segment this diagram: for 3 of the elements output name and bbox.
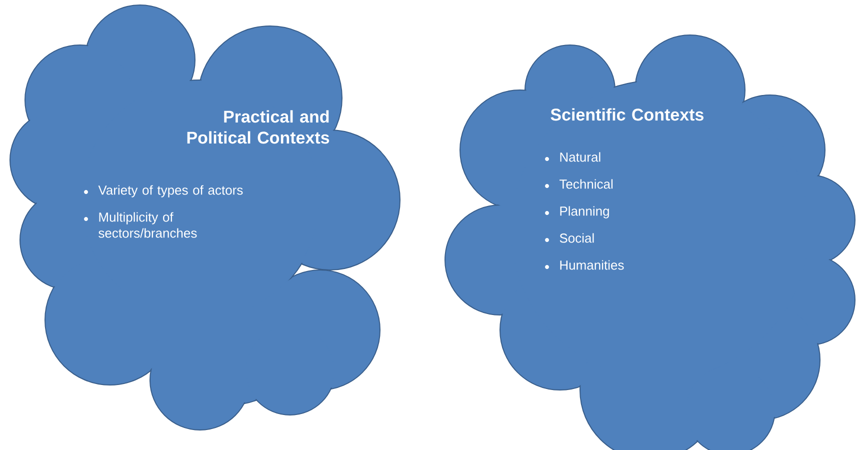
- bullet-item: Multiplicity of sectors/branches: [98, 212, 197, 238]
- bullet-item: Variety of types of actors: [98, 185, 243, 198]
- cloud-heading: Practical and Political Contexts: [187, 110, 330, 144]
